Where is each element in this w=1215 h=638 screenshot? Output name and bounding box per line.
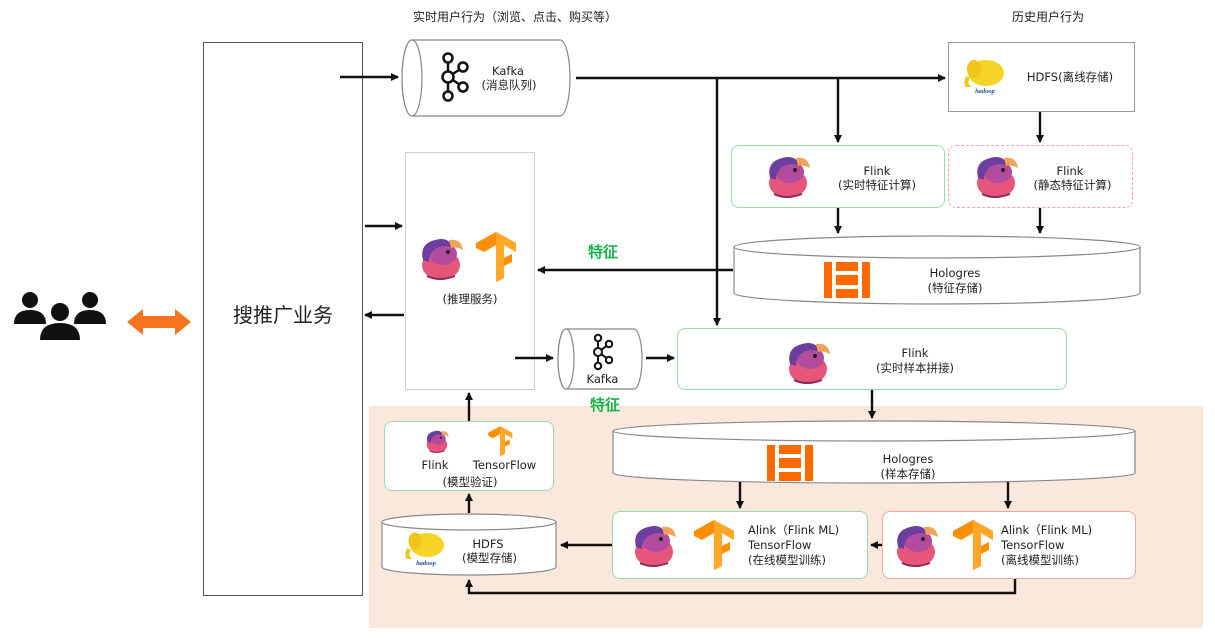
kafka-top-sub: (消息队列): [481, 78, 537, 92]
kafka-icon: [441, 52, 469, 102]
flink-sample-join-box: [677, 328, 1067, 390]
offline-training-line1: Alink（Flink ML): [1001, 523, 1093, 537]
hdfs-offline-label: HDFS(离线存储): [1026, 70, 1114, 84]
offline-training-sub: (离线模型训练): [1001, 553, 1079, 567]
svg-text:hadoop: hadoop: [416, 560, 437, 567]
business-box: 搜推广业务: [203, 42, 363, 596]
hologres-feature-cylinder: [733, 235, 1141, 305]
hologres-sample-cylinder: [612, 420, 1136, 484]
flink-realtime-feature-box: [731, 145, 945, 208]
offline-training-line2: TensorFlow: [1001, 538, 1065, 552]
history-behavior-label: 历史用户行为: [1011, 10, 1084, 24]
online-training-sub: (在线模型训练): [748, 553, 826, 567]
online-training-line1: Alink（Flink ML): [748, 523, 840, 537]
flink-realtime-sub: (实时特征计算): [838, 178, 916, 192]
feature-label-upper: 特征: [587, 243, 618, 261]
sync-double-arrow-icon: [127, 309, 191, 335]
hologres-feature-sub: (特征存储): [927, 281, 983, 295]
hadoop-elephant-icon: hadoop: [964, 60, 1006, 95]
flink-realtime-name: Flink: [863, 164, 891, 178]
validation-sub-label: (模型验证): [442, 475, 498, 489]
feature-label-lower: 特征: [589, 396, 620, 414]
hologres-sample-name: Hologres: [882, 452, 934, 466]
business-label: 搜推广业务: [233, 303, 333, 327]
kafka-small-icon: [593, 333, 614, 371]
hdfs-model-name: HDFS: [472, 537, 504, 551]
flink-sample-sub: (实时样本拼接): [876, 361, 954, 375]
svg-text:hadoop: hadoop: [975, 88, 996, 95]
kafka-top-name: Kafka: [492, 64, 524, 78]
flink-static-name: Flink: [1056, 164, 1084, 178]
inference-service-label: (推理服务): [442, 292, 498, 306]
kafka-small-cylinder: [557, 328, 643, 390]
users-icon: [14, 292, 106, 340]
flink-static-sub: (静态特征计算): [1033, 178, 1112, 192]
validation-flink-label: Flink: [421, 458, 449, 472]
validation-tf-label: TensorFlow: [472, 458, 537, 472]
hologres-feature-name: Hologres: [929, 266, 981, 280]
realtime-behavior-label: 实时用户行为（浏览、点击、购买等）: [412, 10, 617, 24]
online-training-line2: TensorFlow: [748, 538, 812, 552]
kafka-small-name: Kafka: [586, 372, 619, 386]
hologres-sample-sub: (样本存储): [880, 467, 936, 481]
flink-sample-name: Flink: [901, 346, 929, 360]
model-validation-box: [384, 421, 554, 491]
hdfs-model-sub: (模型存储): [462, 551, 517, 565]
hadoop-elephant-icon-model: hadoop: [405, 532, 447, 567]
